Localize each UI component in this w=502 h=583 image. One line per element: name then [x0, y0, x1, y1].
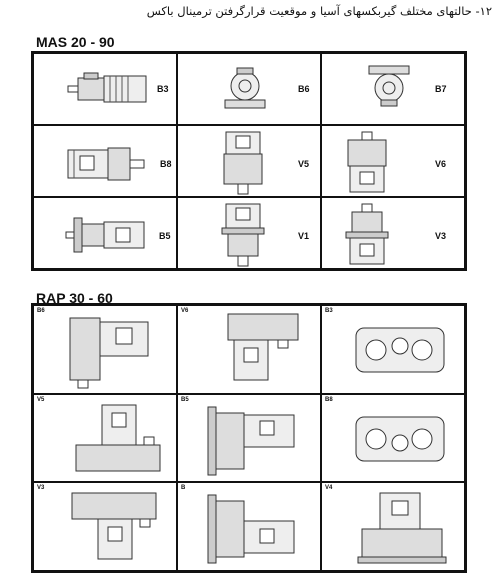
mounting-label-b5: B5: [181, 396, 189, 403]
parallel-gearmotor-icon: [70, 401, 166, 477]
mounting-cell-v6: V6: [177, 305, 321, 394]
gearmotor-vertical-icon: [218, 202, 268, 268]
gearmotor-side-icon: [64, 72, 154, 108]
mounting-label-b3: B3: [157, 84, 169, 94]
mounting-label-b3: B3: [325, 308, 333, 314]
gearmotor-top-icon: [62, 140, 152, 186]
gearmotor-vertical-icon: [218, 130, 268, 196]
parallel-gearmotor-vertical-icon: [356, 489, 452, 567]
parallel-gearmotor-end-icon: [352, 320, 448, 382]
mounting-label-v6: V6: [181, 308, 189, 314]
gearmotor-vertical-icon: [342, 202, 392, 268]
section-title-mas: MAS 20 - 90: [36, 34, 115, 50]
page-heading: ۱۲- حالتهای مختلف گیربکسهای آسیا و موقعی…: [146, 4, 492, 18]
mounting-cell-b: B: [177, 482, 321, 571]
mounting-label-b8: B8: [325, 396, 333, 403]
mounting-label-v4: V4: [325, 485, 333, 492]
section-title-rap: RAP 30 - 60: [36, 290, 113, 306]
mounting-cell-b5: B5: [177, 393, 321, 483]
mounting-label-b6: B6: [298, 84, 310, 94]
mounting-cell-b6: B6: [33, 305, 177, 394]
mounting-cell-v3: V3: [33, 482, 177, 571]
mounting-label-v3: V3: [37, 485, 45, 492]
mounting-cell-b3: B3: [33, 53, 177, 125]
mounting-cell-v3: V3: [321, 197, 465, 269]
parallel-gearmotor-icon: [66, 489, 162, 567]
mounting-label-b5: B5: [159, 231, 171, 241]
mas-mounting-grid: B3 B6 B7 B8 V5 V6 B5: [31, 51, 467, 271]
mounting-cell-b6: B6: [177, 53, 321, 125]
gearmotor-vertical-icon: [342, 130, 392, 196]
mounting-label-b7: B7: [435, 84, 447, 94]
mounting-cell-v1: V1: [177, 197, 321, 269]
mounting-label-b6: B6: [37, 308, 45, 314]
parallel-gearmotor-flange-icon: [204, 403, 304, 479]
mounting-cell-v6: V6: [321, 125, 465, 197]
gearmotor-front-icon: [367, 62, 411, 108]
rap-mounting-grid: B6 V6 B3 V5 B5 B8 V3: [31, 303, 467, 573]
gearmotor-front-icon: [223, 66, 267, 112]
parallel-gearmotor-end-icon: [352, 409, 448, 471]
mounting-cell-b8: B8: [321, 393, 465, 483]
mounting-cell-v4: V4: [321, 482, 465, 571]
mounting-label-v3: V3: [435, 231, 447, 241]
mounting-label-v1: V1: [298, 231, 310, 241]
mounting-label-v5: V5: [298, 159, 310, 169]
mounting-cell-b8: B8: [33, 125, 177, 197]
mounting-label-v6: V6: [435, 159, 447, 169]
mounting-label-b: B: [181, 485, 186, 492]
mounting-label-b8: B8: [160, 159, 172, 169]
parallel-gearmotor-flange-icon: [204, 491, 304, 567]
mounting-cell-b7: B7: [321, 53, 465, 125]
gearmotor-flange-icon: [62, 212, 154, 258]
mounting-cell-b5: B5: [33, 197, 177, 269]
parallel-gearmotor-icon: [66, 312, 156, 392]
mounting-cell-b3: B3: [321, 305, 465, 394]
mounting-cell-v5: V5: [33, 393, 177, 483]
parallel-gearmotor-icon: [218, 310, 308, 390]
mounting-cell-v5: V5: [177, 125, 321, 197]
mounting-label-v5: V5: [37, 396, 45, 403]
